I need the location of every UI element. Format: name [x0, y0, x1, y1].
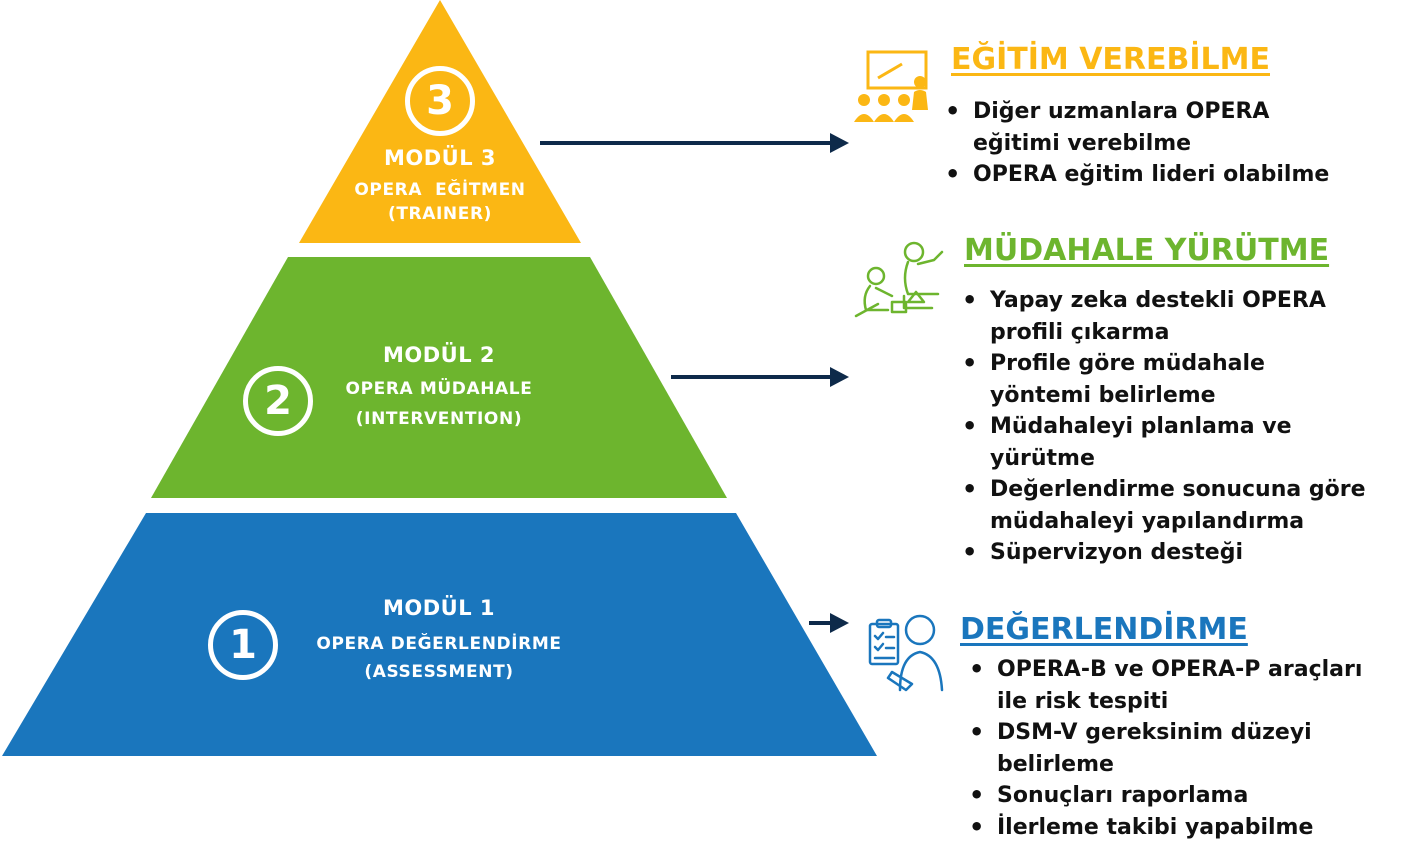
list-item: Diğer uzmanlara OPERA	[943, 96, 1329, 128]
arrow-module-1	[809, 613, 849, 633]
module-3-subtitle: OPERA EĞİTMEN	[354, 180, 526, 200]
module-1-subtitle-en: (ASSESSMENT)	[364, 662, 514, 682]
module-3-bullet-list: Diğer uzmanlara OPERA eğitimi verebilme …	[943, 96, 1329, 191]
module-2-label: MODÜL 2 OPERA MÜDAHALE (INTERVENTION)	[316, 343, 562, 431]
module-1-subtitle: OPERA DEĞERLENDİRME	[316, 634, 562, 654]
list-item: DSM-V gereksinim düzeyi	[967, 717, 1362, 749]
list-item-continuation: yürütme	[990, 445, 1095, 471]
classroom-teaching-icon	[854, 50, 928, 122]
arrow-module-2	[671, 367, 849, 387]
list-item: Süpervizyon desteği	[960, 537, 1366, 569]
list-item-continuation: eğitimi verebilme	[973, 130, 1192, 156]
module-2-title: MODÜL 2	[382, 343, 496, 367]
child-therapy-icon	[854, 241, 944, 318]
arrow-module-3	[540, 133, 849, 153]
module-2-subtitle-en: (INTERVENTION)	[355, 409, 523, 429]
module-1-bullet-list: OPERA-B ve OPERA-P araçları ile risk tes…	[967, 654, 1362, 843]
module-3-number-badge: 3	[405, 66, 475, 136]
list-item: Değerlendirme sonucuna göre	[960, 474, 1366, 506]
module-2-bullet-list: Yapay zeka destekli OPERA profili çıkarm…	[960, 285, 1366, 569]
list-item-continuation: yöntemi belirleme	[990, 382, 1216, 408]
list-item-continuation: belirleme	[997, 751, 1114, 777]
module-1-label: MODÜL 1 OPERA DEĞERLENDİRME (ASSESSMENT)	[286, 596, 592, 684]
list-item: İlerleme takibi yapabilme	[967, 812, 1362, 844]
list-item: OPERA eğitim lideri olabilme	[943, 159, 1329, 191]
module-3-title: MODÜL 3	[383, 146, 497, 170]
module-2-subtitle: OPERA MÜDAHALE	[345, 379, 533, 399]
module-3-label: MODÜL 3 OPERA EĞİTMEN (TRAINER)	[330, 146, 550, 226]
module-1-number-badge: 1	[208, 610, 278, 680]
heading-mudahale-yurutme: MÜDAHALE YÜRÜTME	[964, 233, 1330, 268]
list-item-continuation: profili çıkarma	[990, 319, 1170, 345]
heading-egitim-verebilme: EĞİTİM VEREBİLME	[951, 42, 1270, 77]
clipboard-assessment-icon	[868, 614, 944, 692]
list-item: Profile göre müdahale	[960, 348, 1366, 380]
module-1-title: MODÜL 1	[382, 596, 496, 620]
list-item-continuation: müdahaleyi yapılandırma	[990, 508, 1305, 534]
tier-1-trapezoid	[2, 513, 877, 756]
tier-2-trapezoid	[151, 257, 727, 498]
module-2-number-badge: 2	[243, 366, 313, 436]
module-3-subtitle-en: (TRAINER)	[387, 204, 493, 224]
heading-degerlendirme: DEĞERLENDİRME	[960, 612, 1248, 647]
list-item: OPERA-B ve OPERA-P araçları	[967, 654, 1362, 686]
list-item: Sonuçları raporlama	[967, 780, 1362, 812]
list-item: Yapay zeka destekli OPERA	[960, 285, 1366, 317]
list-item: Müdahaleyi planlama ve	[960, 411, 1366, 443]
list-item-continuation: ile risk tespiti	[997, 688, 1169, 714]
